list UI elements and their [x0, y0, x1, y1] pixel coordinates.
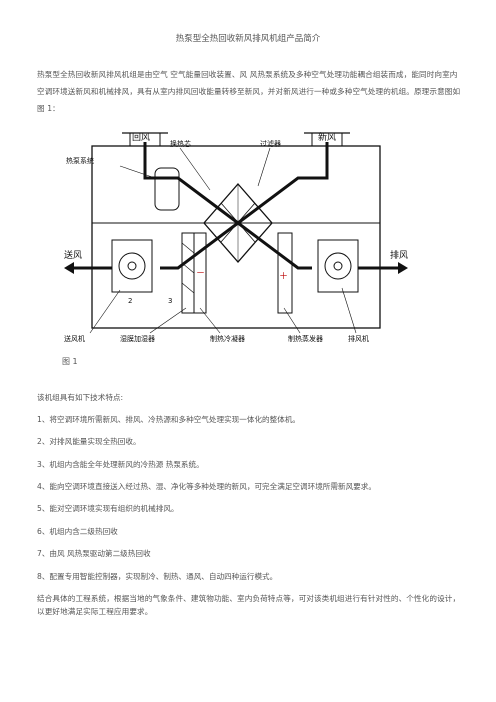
feature-item: 8、配置专用智能控制器，实现制冷、制热、通风、自动四种运行模式。 [37, 572, 278, 581]
minus-sign: － [196, 269, 205, 279]
label-return-air: 回风 [132, 132, 150, 143]
feature-item: 3、机组内含能全年处理新风的冷热源 热泵系统。 [37, 460, 204, 469]
cooling-coil [193, 232, 207, 314]
feature-item: 2、对排风能量实现全热回收。 [37, 437, 141, 446]
plus-sign: ＋ [279, 271, 288, 282]
label-heat-exchanger: 换热芯 [170, 139, 191, 148]
feature-item: 6、机组内含二级热回收 [37, 527, 118, 536]
label-cooling-coil: 制热冷凝器 [210, 334, 245, 343]
feature-item: 5、能对空调环境实现有组织的机械排风。 [37, 504, 179, 513]
label-exhaust-air: 排风 [390, 249, 408, 261]
unit-casing [91, 145, 381, 329]
label-heating-coil: 制热蒸发器 [288, 334, 323, 343]
figure-caption: 图 1 [62, 357, 78, 366]
feature-item: 4、能向空调环境直接送入经过热、湿、净化等多种处理的新风，可完全满足空调环境所需… [37, 482, 376, 491]
humidifier [181, 232, 195, 314]
feature-item: 1、将空调环境所需新风、排风、冷热源和多种空气处理实现一体化的整体机。 [37, 415, 301, 424]
fresh-air-path [160, 142, 329, 270]
closing-paragraph: 结合具体的工程系统，根据当地的气象条件、建筑物功能、室内负荷特点等，可对该类机组… [37, 594, 461, 616]
compressor [154, 167, 180, 211]
unit-schematic-diagram: － ＋ 回风 换热芯 过滤器 新风 热泵系统 送风 排风 送风机 湿膜加湿器 制… [64, 131, 408, 343]
heating-coil [277, 232, 293, 314]
supply-fan [111, 239, 153, 293]
label-filter: 过滤器 [260, 139, 281, 148]
feature-item: 7、由风 风热泵驱动第二级热回收 [37, 549, 151, 558]
label-heat-pump: 热泵系统 [66, 156, 94, 165]
label-supply-fan: 送风机 [64, 334, 85, 343]
features-intro: 该机组具有如下技术特点: [37, 393, 124, 402]
label-exhaust-fan: 排风机 [348, 334, 369, 343]
return-air-path [143, 142, 312, 270]
label-supply-air: 送风 [64, 249, 82, 261]
label-num-3: 3 [168, 297, 172, 305]
intro-paragraph: 热泵型全热回收新风排风机组是由空气 空气能量回收装置、风 风热泵系统及多种空气处… [37, 70, 461, 113]
label-fresh-air: 新风 [318, 131, 336, 143]
label-humidifier: 湿膜加湿器 [120, 334, 155, 343]
label-num-2: 2 [128, 297, 132, 305]
exhaust-fan [317, 239, 359, 293]
page-title: 热泵型全热回收新风排风机组产品简介 [175, 34, 321, 44]
